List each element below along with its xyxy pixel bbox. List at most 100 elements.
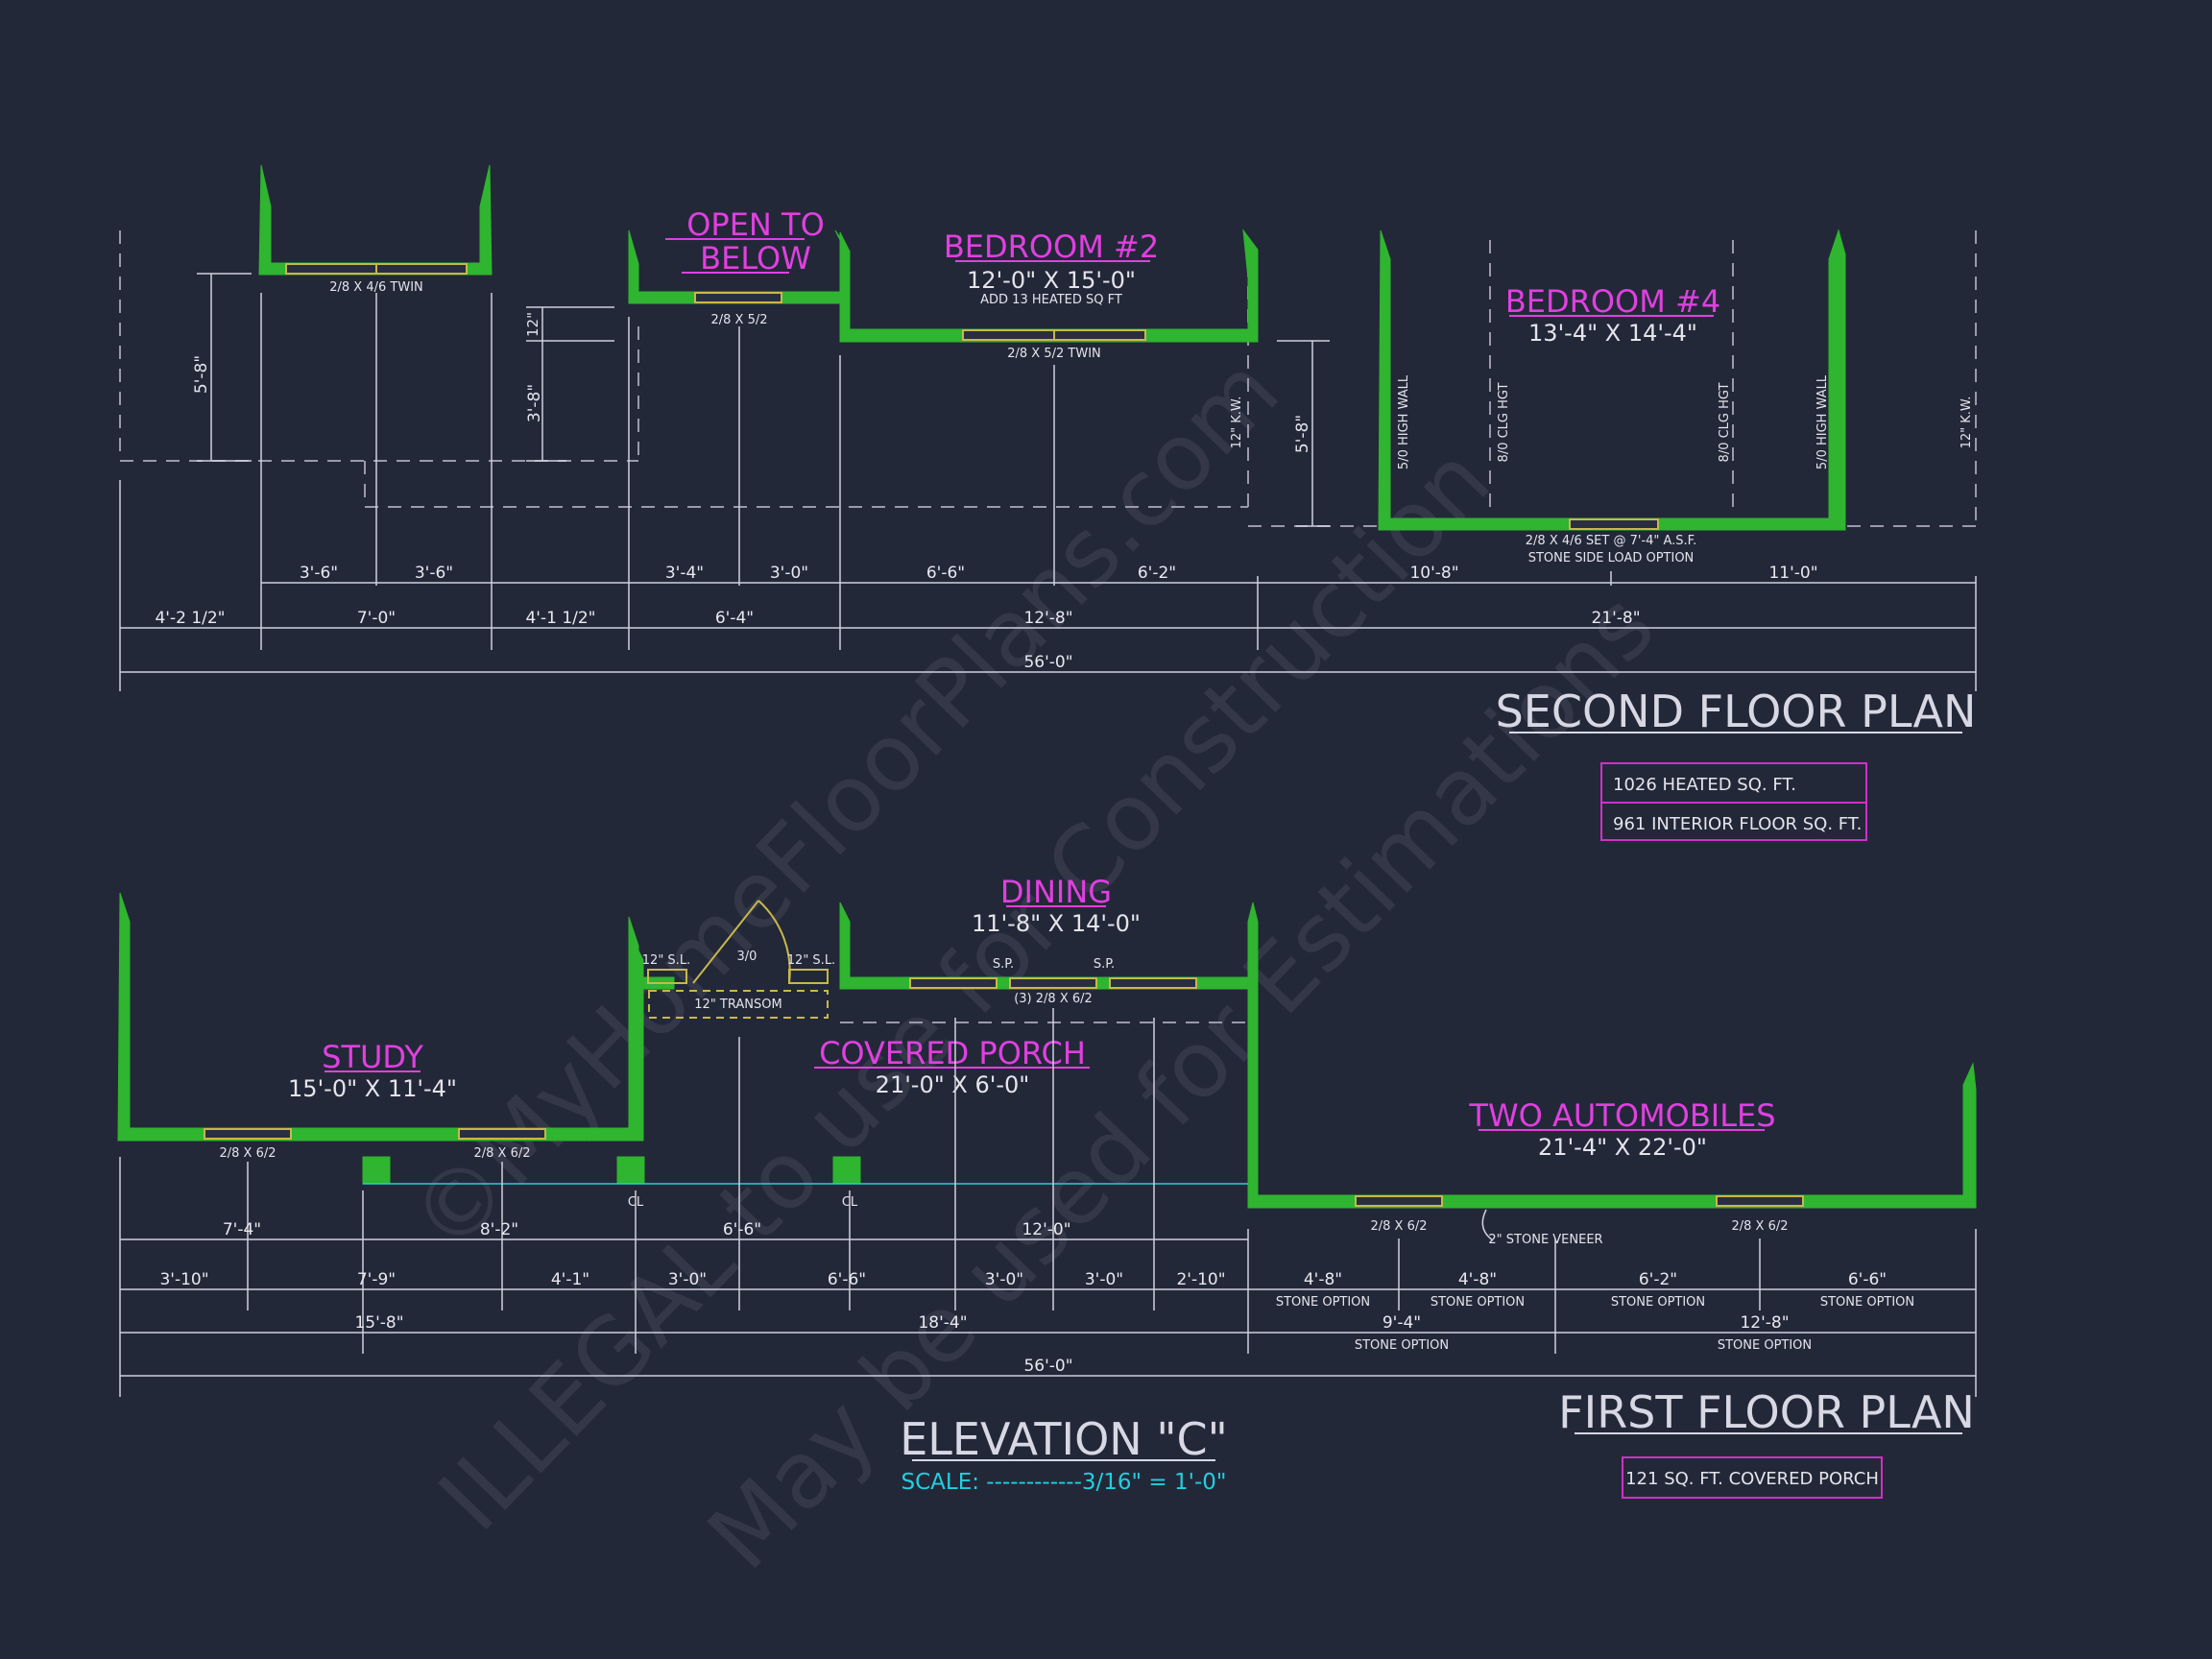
dimension-text: 6'-6" [1848, 1270, 1887, 1289]
dimension-text: 7'-0" [357, 609, 396, 628]
room-bedroom-4: BEDROOM #4 [1505, 283, 1720, 320]
dimension-text: 4'-2 1/2" [155, 609, 225, 628]
wall-note: 8/0 CLG HGT [1497, 382, 1511, 462]
dimension-text: 6'-4" [715, 609, 754, 628]
second-floor-windows [285, 263, 1659, 530]
dimension-text: 3'-6" [415, 564, 453, 583]
dimension-text: 9'-4" [1382, 1313, 1421, 1333]
extension-lines [119, 1008, 1977, 1397]
dimension-text: 6'-6" [723, 1220, 761, 1239]
room-size: 12'-0" X 15'-0" [967, 267, 1136, 294]
dimension-text: 8'-2" [480, 1220, 518, 1239]
dimension-text: 10'-8" [1409, 564, 1458, 583]
dimension-lines [120, 582, 1976, 673]
window-label: 2/8 X 5/2 TWIN [1007, 347, 1101, 361]
room-note: ADD 13 HEATED SQ FT [980, 293, 1122, 307]
wall-note: 8/0 CLG HGT [1718, 382, 1732, 462]
dimension-text: 3'-10" [159, 1270, 208, 1289]
dimension-text: 3'-0" [1085, 1270, 1123, 1289]
porch-sqft-box [1622, 1456, 1883, 1499]
dimension-text: 2'-10" [1176, 1270, 1225, 1289]
dimension-text: 7'-9" [357, 1270, 396, 1289]
first-floor-plan: 12" S.L. 3/0 12" S.L. 12" TRANSOM S.P. S… [117, 874, 1977, 1499]
room-open-to-below: OPEN TO [686, 206, 825, 243]
stone-option: STONE OPTION [1431, 1295, 1525, 1310]
dimension-text: 12'-8" [1740, 1313, 1789, 1333]
window-label: 2/8 X 4/6 SET @ 7'-4" A.S.F. [1526, 534, 1696, 548]
dimension-text: 4'-1 1/2" [525, 609, 595, 628]
dimension-text: 3'-0" [985, 1270, 1023, 1289]
elevation-title-block: ELEVATION "C" SCALE: ------------3/16" =… [900, 1413, 1228, 1495]
overall-dimension: 56'-0" [1023, 1357, 1072, 1376]
window-label: 2/8 X 6/2 [1370, 1219, 1427, 1234]
window-label: 2/8 X 6/2 [473, 1146, 530, 1161]
wall-note: 12" K.W. [1960, 397, 1974, 449]
stone-option: STONE OPTION [1355, 1338, 1449, 1353]
dimension-text: 7'-4" [223, 1220, 261, 1239]
first-floor-windows [204, 977, 1804, 1207]
dashed-outline [119, 230, 1977, 527]
vertical-dimension: 5'-8" [192, 355, 211, 394]
sidelight-label: 12" S.L. [642, 953, 690, 968]
overall-dimension: 56'-0" [1023, 653, 1072, 672]
room-dining: DINING [1000, 874, 1112, 910]
dimension-text: 4'-8" [1458, 1270, 1497, 1289]
room-size: 11'-8" X 14'-0" [972, 910, 1141, 937]
room-open-to-below: BELOW [700, 240, 811, 276]
extension-lines [119, 293, 1977, 691]
dimension-text: 6'-2" [1138, 564, 1176, 583]
second-floor-title: SECOND FLOOR PLAN [1496, 685, 1977, 737]
window-label: 2/8 X 5/2 [710, 313, 767, 327]
sp-label: S.P. [1094, 957, 1115, 972]
vertical-dimension: 3'-8" [525, 384, 544, 422]
sp-label: S.P. [993, 957, 1014, 972]
dimension-text: 12'-0" [1022, 1220, 1070, 1239]
dimension-text: 6'-6" [828, 1270, 866, 1289]
stone-option: STONE OPTION [1611, 1295, 1705, 1310]
room-covered-porch: COVERED PORCH [819, 1035, 1086, 1071]
dimension-text: 11'-0" [1768, 564, 1817, 583]
room-size: 21'-4" X 22'-0" [1538, 1134, 1707, 1161]
dimension-text: 21'-8" [1591, 609, 1640, 628]
wall-note: 12" K.W. [1230, 397, 1244, 449]
room-bedroom-2: BEDROOM #2 [944, 228, 1159, 265]
dimension-text: 15'-8" [354, 1313, 403, 1333]
vertical-dimensions [197, 273, 1330, 527]
interior-sqft: 961 INTERIOR FLOOR SQ. FT. [1613, 814, 1862, 834]
wall-note: 5/0 HIGH WALL [1815, 374, 1830, 469]
dimension-text: 3'-0" [668, 1270, 707, 1289]
first-floor-title: FIRST FLOOR PLAN [1558, 1386, 1975, 1438]
window-label: 2/8 X 6/2 [219, 1146, 276, 1161]
dimension-text: 12'-8" [1023, 609, 1072, 628]
dimension-text: 3'-6" [300, 564, 338, 583]
porch-sqft: 121 SQ. FT. COVERED PORCH [1625, 1469, 1879, 1489]
front-door [647, 900, 829, 1019]
transom-label: 12" TRANSOM [694, 998, 781, 1012]
wall-note: 5/0 HIGH WALL [1397, 374, 1411, 469]
dimension-text: 6'-2" [1639, 1270, 1677, 1289]
dimension-text: 6'-6" [926, 564, 965, 583]
veneer-label: 2" STONE VENEER [1488, 1233, 1602, 1247]
dimension-text: 4'-1" [551, 1270, 589, 1289]
stone-option: STONE OPTION [1820, 1295, 1914, 1310]
sidelight-label: 12" S.L. [787, 953, 835, 968]
second-floor-plan: 2/8 X 4/6 TWIN 2/8 X 5/2 2/8 X 5/2 TWIN … [119, 164, 1977, 841]
door-label: 3/0 [737, 950, 757, 964]
vertical-dimension: 12" [524, 312, 541, 337]
room-size: 21'-0" X 6'-0" [876, 1071, 1030, 1098]
window-label: 2/8 X 4/6 TWIN [329, 280, 423, 295]
window-label: 2/8 X 6/2 [1731, 1219, 1788, 1234]
dimension-text: 18'-4" [918, 1313, 967, 1333]
room-garage: TWO AUTOMOBILES [1468, 1097, 1775, 1134]
dimension-text: 4'-8" [1304, 1270, 1342, 1289]
dimension-text: 3'-0" [770, 564, 808, 583]
dimension-text: 3'-4" [665, 564, 704, 583]
elevation-title: ELEVATION "C" [900, 1413, 1228, 1465]
room-size: 15'-0" X 11'-4" [288, 1075, 457, 1102]
room-study: STUDY [322, 1039, 423, 1075]
window-note: STONE SIDE LOAD OPTION [1528, 551, 1695, 565]
heated-sqft: 1026 HEATED SQ. FT. [1613, 775, 1796, 795]
window-label: (3) 2/8 X 6/2 [1014, 992, 1093, 1006]
stone-option: STONE OPTION [1718, 1338, 1812, 1353]
